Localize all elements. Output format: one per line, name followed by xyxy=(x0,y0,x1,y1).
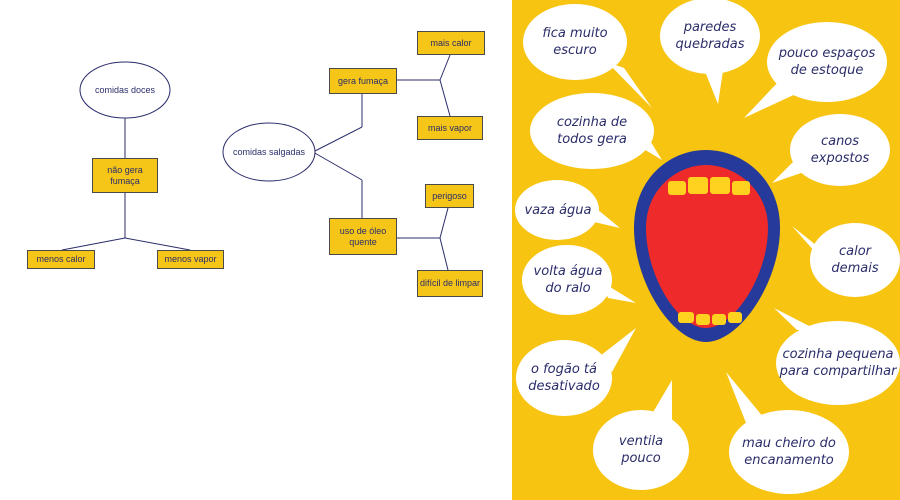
edge-sweet-leaf-left xyxy=(61,237,126,251)
bubble-small-kitchen xyxy=(776,321,900,405)
speech-bubbles-art xyxy=(515,0,900,494)
complaint-text-dark: fica muito escuro xyxy=(542,26,608,58)
bubble-walls xyxy=(660,0,760,74)
salty-root-ellipse xyxy=(222,122,316,182)
complaint-text-small-kitchen: cozinha pequena para compartilhar xyxy=(779,347,897,379)
oil-leaf-dangerous: perigoso xyxy=(425,184,474,208)
mouth-icon xyxy=(634,150,780,342)
tooth-bottom-3 xyxy=(712,314,726,325)
edge-smoke-leaf-top xyxy=(439,54,451,81)
bubble-kitchen-all xyxy=(530,93,654,169)
bubble-stove xyxy=(516,340,612,416)
bubble-pipes xyxy=(790,114,890,186)
mind-map-panel: comidas doces comidas salgadas não gera … xyxy=(27,31,485,297)
tooth-top-1 xyxy=(668,181,686,195)
tooth-top-3 xyxy=(710,177,730,194)
tooth-bottom-4 xyxy=(728,312,742,323)
complaint-text-smell: mau cheiro do encanamento xyxy=(742,436,836,468)
edge-oil-leaf-top xyxy=(439,207,449,239)
sweet-root-label: comidas doces xyxy=(94,84,156,95)
bubble-storage xyxy=(767,22,887,102)
sweet-leaf-less-steam: menos vapor xyxy=(157,250,224,269)
bubble-heat xyxy=(810,223,900,297)
complaints-panel: fica muito escuro paredes quebradas pouc… xyxy=(512,0,900,500)
oil-leaf-hard-to-clean: difícil de limpar xyxy=(417,270,483,297)
complaint-text-ventilation: ventila pouco xyxy=(618,434,664,466)
tooth-bottom-1 xyxy=(678,312,694,323)
bubble-smell xyxy=(729,410,849,494)
tooth-top-2 xyxy=(688,177,708,194)
sweet-root-ellipse xyxy=(79,61,171,119)
bubble-drain xyxy=(522,245,612,315)
smoke-leaf-more-steam: mais vapor xyxy=(417,116,483,140)
salty-branch-smoke: gera fumaça xyxy=(329,68,397,94)
salty-branch-oil: uso de óleo quente xyxy=(329,218,397,255)
complaint-text-drain: volta água do ralo xyxy=(533,264,603,296)
tooth-top-4 xyxy=(732,181,750,195)
complaint-text-heat: calor demais xyxy=(831,244,879,276)
sweet-child-node: não gera fumaça xyxy=(92,158,158,193)
bubble-leak xyxy=(515,180,599,240)
complaint-text-storage: pouco espaços de estoque xyxy=(778,46,876,78)
complaint-text-pipes: canos expostos xyxy=(810,134,870,166)
complaint-text-walls: paredes quebradas xyxy=(675,20,745,52)
edge-oil-leaf-bottom xyxy=(439,237,449,271)
smoke-leaf-more-heat: mais calor xyxy=(417,31,485,55)
sweet-leaf-less-heat: menos calor xyxy=(27,250,95,269)
tooth-bottom-2 xyxy=(696,314,710,325)
complaint-text-leak: vaza água xyxy=(524,202,592,218)
edge-smoke-leaf-bottom xyxy=(439,79,451,117)
complaint-text-kitchen-all: cozinha de todos gera xyxy=(556,115,628,147)
complaint-text-stove: o fogão tá desativado xyxy=(528,362,600,394)
edge-salty-root-oil xyxy=(312,151,363,181)
edge-sweet-leaf-right xyxy=(124,237,191,251)
edge-salty-root xyxy=(312,126,363,153)
mouth-inner xyxy=(646,165,768,328)
mind-map-connectors xyxy=(61,54,451,271)
bubble-ventilation xyxy=(593,410,689,490)
bubble-dark xyxy=(523,4,627,80)
salty-root-label: comidas salgadas xyxy=(232,146,306,157)
